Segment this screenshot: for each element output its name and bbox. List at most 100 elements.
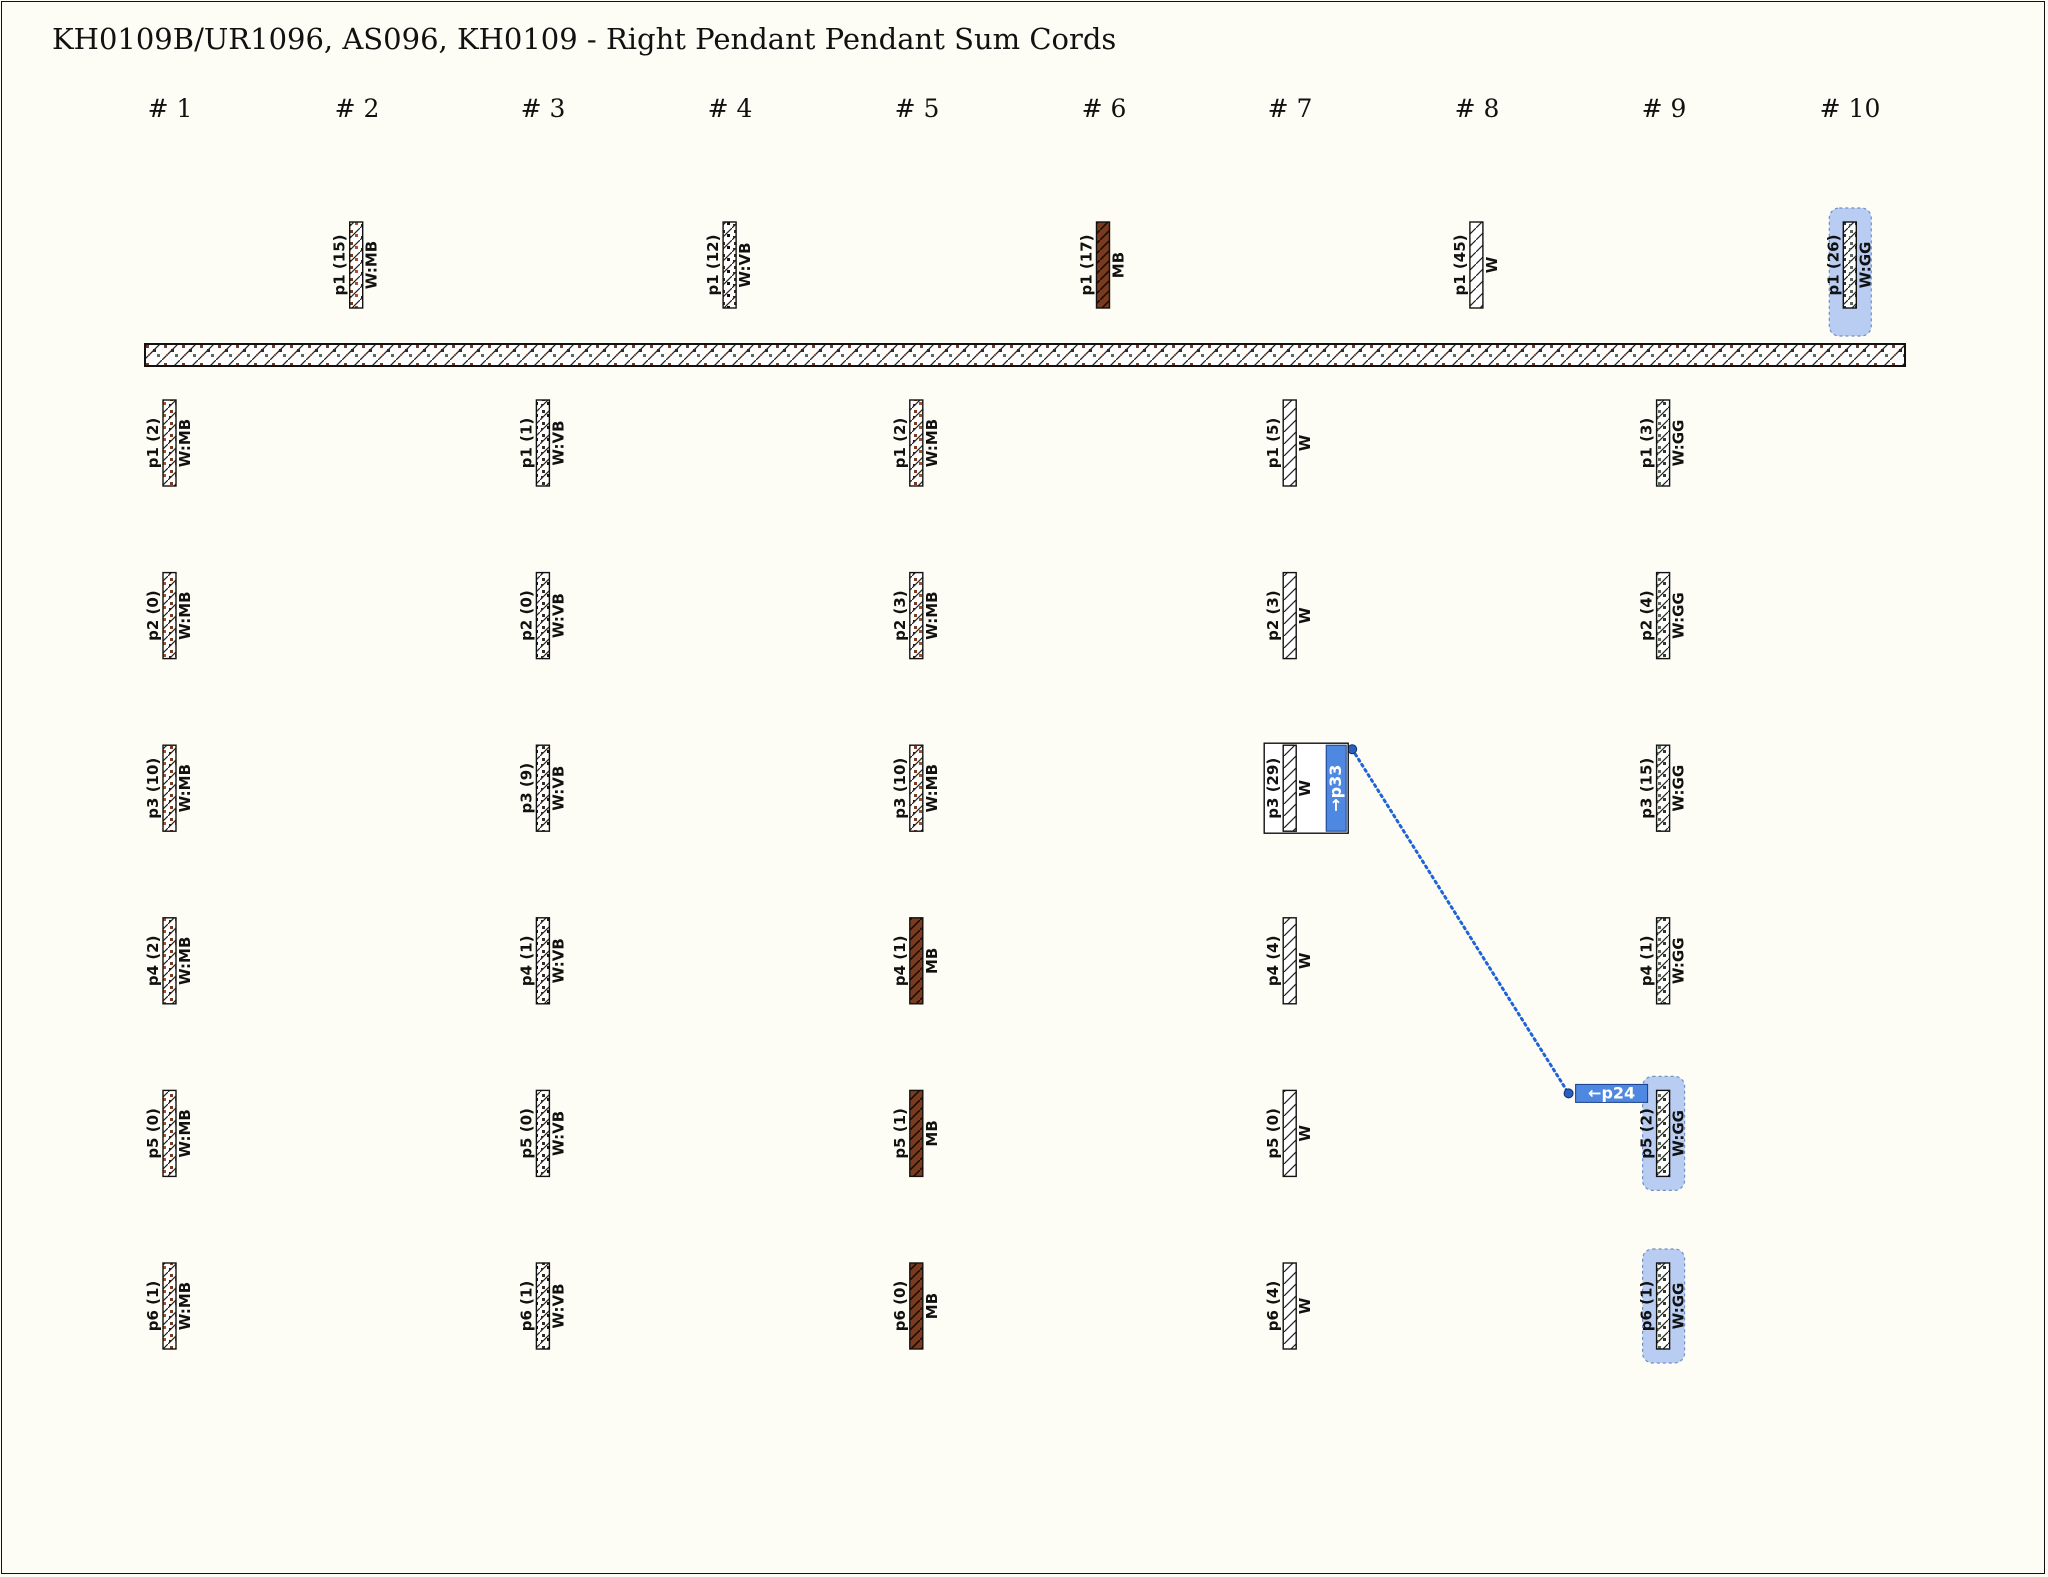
pendant-g3-r5-label: p5 (0) (517, 1108, 535, 1159)
pendant-g3-r5[interactable]: p5 (0)W:VB (517, 1089, 567, 1178)
top-cord-4-color: W:VB (736, 242, 754, 287)
pendant-g9-r2-label: p2 (4) (1638, 590, 1656, 641)
pendant-g5-r4-color: MB (923, 948, 941, 974)
pendant-g3-r2[interactable]: p2 (0)W:VB (517, 571, 567, 660)
pendant-g5-r6-color: MB (923, 1293, 941, 1319)
pendant-g9-r1-swatch (1655, 399, 1671, 487)
pendant-g3-r6-label: p6 (1) (517, 1281, 535, 1332)
pendant-g3-r6-swatch (535, 1262, 551, 1350)
pendant-g1-r6[interactable]: p6 (1)W:MB (144, 1262, 194, 1350)
top-cord-4-label: p1 (12) (704, 235, 722, 296)
pendant-g3-r2-color: W:VB (549, 593, 567, 638)
pendant-g1-r5-color: W:MB (176, 1109, 194, 1157)
pendant-g9-r4-label: p4 (1) (1638, 936, 1656, 987)
pendant-g7-r2[interactable]: p2 (3)W (1264, 571, 1314, 660)
pendant-g7-r5[interactable]: p5 (0) W (1264, 1089, 1314, 1178)
top-cord-6[interactable]: p1 (17)MB (1078, 221, 1128, 309)
pendant-g7-r1-label: p1 (5) (1264, 418, 1282, 469)
pendant-g9-r3[interactable]: p3 (15)W:GG (1638, 744, 1688, 832)
pendant-g1-r4[interactable]: p4 (2)W:MB (144, 917, 194, 1005)
pendant-g5-r6[interactable]: p6 (0) MB (891, 1262, 941, 1350)
pendant-g1-r2-swatch (162, 571, 177, 660)
pendant-g7-r3-swatch (1282, 744, 1297, 832)
pendant-g5-r3[interactable]: p3 (10)W:MB (891, 744, 941, 832)
pendant-g7-r5-label: p5 (0) (1264, 1108, 1282, 1159)
pendant-g1-r6-swatch (162, 1262, 177, 1350)
pendant-g3-r3-color: W:VB (549, 766, 567, 811)
group-header-10: # 10 (1819, 94, 1881, 123)
top-cord-10[interactable]: p1 (26)W:GG (1824, 221, 1874, 309)
page-title: KH0109B/UR1096, AS096, KH0109 - Right Pe… (52, 22, 1117, 56)
pendant-g7-r6-swatch (1282, 1262, 1297, 1350)
pendant-g7-r5-swatch (1282, 1089, 1297, 1178)
pendant-g7-r4-swatch (1282, 917, 1297, 1005)
group-header-8: # 8 (1454, 94, 1500, 123)
group-header-7: # 7 (1267, 94, 1313, 123)
pendant-g3-r3[interactable]: p3 (9) W:VB (517, 744, 567, 832)
top-cord-2-label: p1 (15) (331, 235, 349, 296)
pendant-g3-r1[interactable]: p1 (1)W:VB (517, 399, 567, 487)
pendant-g1-r5[interactable]: p5 (0)W:MB (144, 1089, 194, 1178)
pendant-g5-r1[interactable]: p1 (2)W:MB (891, 399, 941, 487)
pendant-g7-r2-label: p2 (3) (1264, 590, 1282, 641)
pendant-g3-r1-label: p1 (1) (517, 418, 535, 469)
pendant-g1-r2[interactable]: p2 (0)W:MB (144, 571, 194, 660)
top-cord-4[interactable]: p1 (12) W:VB (704, 221, 754, 309)
pendant-g9-r2-swatch (1655, 571, 1671, 660)
pendant-g1-r1-label: p1 (2) (144, 418, 162, 469)
pendant-g9-r1[interactable]: p1 (3)W:GG (1638, 399, 1688, 487)
pendant-g5-r2-label: p2 (3) (891, 590, 909, 641)
pendant-g5-r5-color: MB (923, 1120, 941, 1146)
pendant-g7-r3-label: p3 (29) (1264, 758, 1282, 819)
pendant-g1-r1-color: W:MB (176, 419, 194, 467)
pendant-g9-r6[interactable]: p6 (1)W:GG (1638, 1262, 1688, 1350)
pendant-g7-r6[interactable]: p6 (4) W (1264, 1262, 1314, 1350)
pendant-g5-r1-label: p1 (2) (891, 418, 909, 469)
primary-cord (144, 343, 1906, 367)
pendant-g5-r2-swatch (909, 571, 924, 660)
pendant-g5-r6-label: p6 (0) (891, 1281, 909, 1332)
pendant-g3-r3-swatch (535, 744, 551, 832)
pendant-g9-r2[interactable]: p2 (4)W:GG (1638, 571, 1688, 660)
pendant-g9-r4[interactable]: p4 (1)W:GG (1638, 917, 1688, 1005)
link-target-tag[interactable] (1575, 1083, 1649, 1103)
pendant-g3-r3-label: p3 (9) (517, 763, 535, 814)
pendant-g3-r6[interactable]: p6 (1)W:VB (517, 1262, 567, 1350)
pendant-g7-r5-color: W (1296, 1125, 1314, 1142)
pendant-g7-r3[interactable]: p3 (29)W (1264, 744, 1314, 832)
pendant-g7-r4[interactable]: p4 (4)W (1264, 917, 1314, 1005)
pendant-g5-r1-swatch (909, 399, 924, 487)
pendant-g5-r3-color: W:MB (923, 764, 941, 812)
top-cord-2[interactable]: p1 (15)W:MB (331, 221, 381, 309)
pendant-g5-r5-swatch (909, 1089, 924, 1178)
top-cord-6-label: p1 (17) (1078, 235, 1096, 296)
pendant-g9-r6-color: W:GG (1670, 1283, 1688, 1330)
pendant-g7-r6-label: p6 (4) (1264, 1281, 1282, 1332)
pendant-g5-r4[interactable]: p4 (1)MB (891, 917, 941, 1005)
pendant-g9-r5[interactable]: p5 (2)W:GG (1638, 1089, 1688, 1178)
pendant-g5-r2[interactable]: p2 (3)W:MB (891, 571, 941, 660)
pendant-g9-r1-color: W:GG (1670, 420, 1688, 467)
group-header-3: # 3 (520, 94, 566, 123)
pendant-g1-r3[interactable]: p3 (10)W:MB (144, 744, 194, 832)
pendant-g3-r4[interactable]: p4 (1)W:VB (517, 917, 567, 1005)
top-cord-8-color: W (1483, 256, 1501, 273)
top-cord-6-swatch (1095, 221, 1111, 309)
pendant-g7-r1-swatch (1282, 399, 1297, 487)
pendant-g5-r5[interactable]: p5 (1)MB (891, 1089, 941, 1178)
pendant-g7-r6-color: W (1296, 1297, 1314, 1314)
pendant-g7-r1[interactable]: p1 (5)W (1264, 399, 1314, 487)
group-header-2: # 2 (334, 94, 380, 123)
pendant-g1-r4-label: p4 (2) (144, 936, 162, 987)
link-source-tag[interactable] (1325, 744, 1347, 832)
pendant-g5-r4-swatch (909, 917, 924, 1005)
pendant-g1-r2-label: p2 (0) (144, 590, 162, 641)
sum-link-line (1350, 747, 1571, 1095)
top-cord-8[interactable]: p1 (45)W (1451, 221, 1501, 309)
group-header-5: # 5 (894, 94, 940, 123)
group-header-1: # 1 (147, 94, 193, 123)
pendant-g1-r3-swatch (162, 744, 177, 832)
pendant-g1-r1[interactable]: p1 (2) W:MB (144, 399, 194, 487)
